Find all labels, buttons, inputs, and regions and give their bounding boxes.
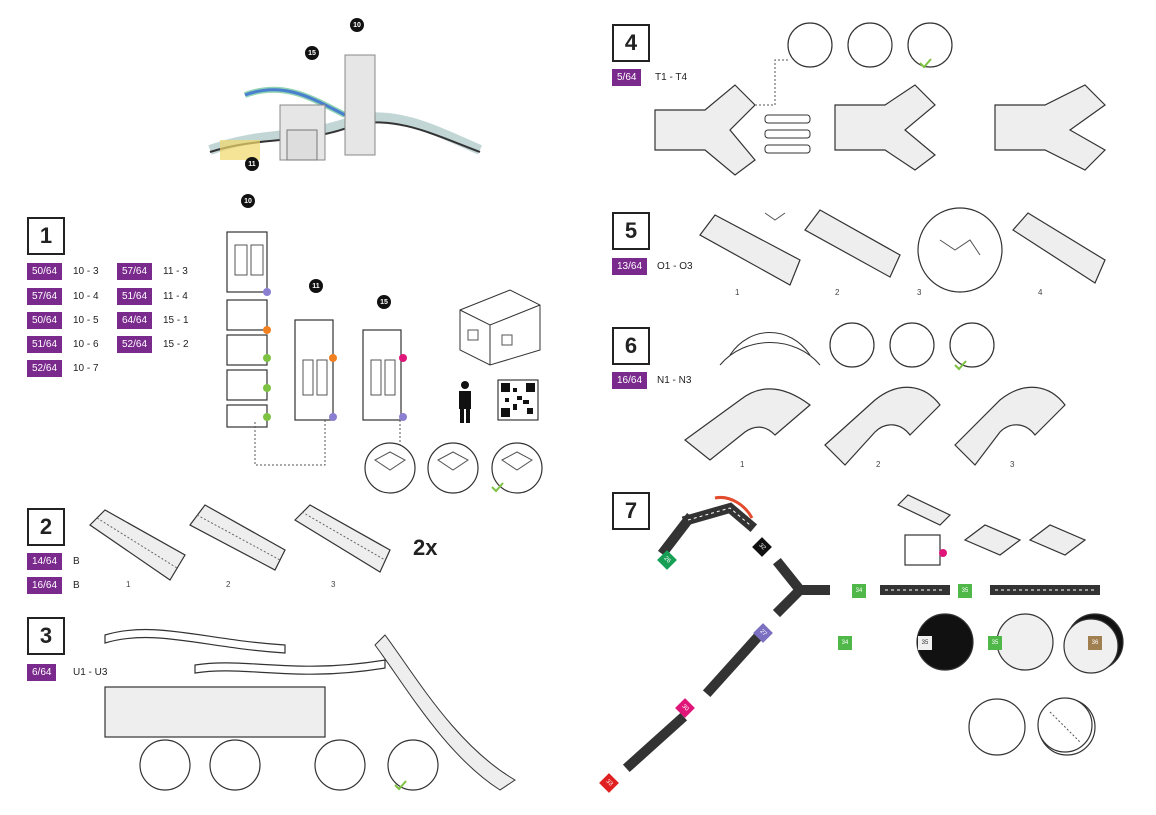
part-sheet: 16/64	[612, 372, 648, 389]
step7-circle-label: 35	[988, 636, 1002, 650]
step1-corner-box	[459, 289, 541, 366]
step5-label: 4	[1038, 288, 1043, 297]
part-piece: U1 - U3	[73, 667, 108, 678]
part-piece: T1 - T4	[655, 72, 688, 83]
step7-circle-label: 35	[918, 636, 932, 650]
step7-circle-label: 34	[838, 636, 852, 650]
step1-badge-11: 11	[309, 279, 323, 293]
part-piece: B	[73, 580, 80, 591]
part-sheet: 51/64	[27, 336, 63, 353]
step-7-number: 7	[612, 492, 650, 530]
part-piece: 15 - 2	[163, 339, 189, 350]
part-sheet: 52/64	[27, 360, 63, 377]
step6-label: 1	[740, 460, 745, 469]
part-sheet: 16/64	[27, 577, 63, 594]
hero-badge-15: 15	[305, 46, 319, 60]
part-sheet: 13/64	[612, 258, 648, 275]
part-piece: 11 - 4	[163, 291, 188, 302]
step6-label: 2	[876, 460, 881, 469]
part-sheet: 50/64	[27, 312, 63, 329]
step6-parts	[684, 322, 1066, 466]
step2-multiplier: 2x	[413, 535, 438, 560]
step7-tag: 35	[958, 584, 972, 598]
part-sheet: 6/64	[27, 664, 57, 681]
step2-label: 2	[226, 580, 231, 589]
part-piece: 10 - 7	[73, 363, 99, 374]
step6-label: 3	[1010, 460, 1015, 469]
step5-label: 1	[735, 288, 740, 297]
step-1-number: 1	[27, 217, 65, 255]
step2-label: 1	[126, 580, 131, 589]
step-6-number: 6	[612, 327, 650, 365]
hero-illustration	[208, 54, 483, 161]
part-piece: 15 - 1	[163, 315, 189, 326]
help-person-qr	[459, 379, 539, 423]
part-piece: 10 - 5	[73, 315, 99, 326]
step2-tracks	[89, 504, 391, 581]
step-3-number: 3	[27, 617, 65, 655]
step-4-number: 4	[612, 24, 650, 62]
part-sheet: 52/64	[117, 336, 153, 353]
step7-detail-circle	[1037, 697, 1093, 753]
step1-towers	[226, 231, 407, 466]
part-sheet: 51/64	[117, 288, 153, 305]
step5-parts	[699, 207, 1106, 293]
step7-tag: 34	[852, 584, 866, 598]
part-sheet: 57/64	[27, 288, 63, 305]
hero-image	[205, 40, 485, 190]
part-piece: 11 - 3	[163, 266, 188, 277]
part-piece: B	[73, 556, 80, 567]
step1-badge-15: 15	[377, 295, 391, 309]
step5-label: 2	[835, 288, 840, 297]
hero-badge-11: 11	[245, 157, 259, 171]
part-sheet: 5/64	[612, 69, 642, 86]
part-piece: 10 - 4	[73, 291, 99, 302]
part-piece: 10 - 3	[73, 266, 99, 277]
part-sheet: 64/64	[117, 312, 153, 329]
part-sheet: 50/64	[27, 263, 63, 280]
step5-label: 3	[917, 288, 922, 297]
hero-badge-10: 10	[350, 18, 364, 32]
part-piece: 10 - 6	[73, 339, 99, 350]
step-2-number: 2	[27, 508, 65, 546]
part-piece: N1 - N3	[657, 375, 692, 386]
part-piece: O1 - O3	[657, 261, 693, 272]
part-sheet: 14/64	[27, 553, 63, 570]
step2-label: 3	[331, 580, 336, 589]
step3-curves	[104, 628, 516, 791]
step-5-number: 5	[612, 212, 650, 250]
step1-detail-circles	[364, 442, 543, 494]
part-sheet: 57/64	[117, 263, 153, 280]
step1-badge-10: 10	[241, 194, 255, 208]
step7-circle-label: 36	[1088, 636, 1102, 650]
step4-junction	[654, 22, 1106, 176]
